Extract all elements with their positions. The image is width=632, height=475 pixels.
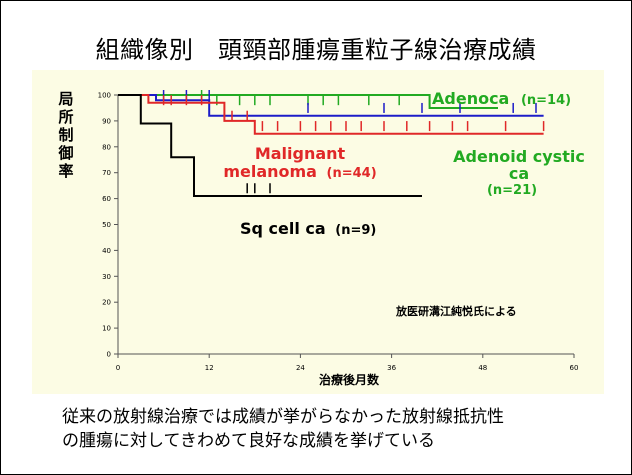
series-malignant-melanoma [118, 94, 545, 135]
label-melanoma-n: (n=44) [327, 166, 377, 181]
label-sq: Sq cell ca (n=9) [240, 219, 376, 238]
label-adenoca-name: Adenoca [432, 89, 509, 108]
y-axis-label-char: 制 [58, 126, 73, 144]
label-melanoma-line2: melanoma (n=44) [223, 162, 376, 181]
y-tick-label: 80 [102, 143, 111, 151]
y-tick-label: 40 [102, 247, 111, 255]
caption-line-1: 従来の放射線治療では成績が挙がらなかった放射線抵抗性 [62, 407, 504, 427]
label-adenoca: Adenoca (n=14) [432, 89, 571, 108]
label-adenoca-n: (n=14) [521, 93, 571, 108]
x-tick-label: 12 [205, 364, 214, 372]
y-tick-label: 10 [102, 325, 111, 333]
y-tick-label: 20 [102, 299, 111, 307]
slide-title: 組織像別 頭頸部腫瘍重粒子線治療成績 [95, 36, 537, 64]
series-line-adenoid-cystic-ca [118, 94, 544, 117]
y-axis-label-char: 御 [57, 144, 73, 162]
label-adenoid-n: (n=21) [487, 183, 537, 198]
x-tick-label: 48 [478, 364, 487, 372]
label-sq-n: (n=9) [335, 223, 376, 238]
label-melanoma-line1: Malignant [255, 144, 346, 163]
y-axis-label-char: 率 [58, 162, 73, 180]
y-axis-label-char: 局 [57, 90, 73, 108]
series-line-malignant-melanoma [118, 94, 544, 135]
source-annotation: 放医研溝江純悦氏による [395, 304, 517, 318]
caption-line-2: の腫瘍に対してきわめて良好な成績を挙げている [62, 431, 435, 451]
x-tick-label: 24 [296, 364, 305, 372]
x-tick-label: 60 [570, 364, 579, 372]
x-axis-label: 治療後月数 [319, 372, 380, 387]
series-sq-cell-ca [118, 94, 422, 197]
label-melanoma-name: melanoma [223, 162, 317, 181]
y-tick-label: 70 [102, 169, 111, 177]
y-tick-label: 60 [102, 195, 111, 203]
series-line-sq-cell-ca [118, 94, 422, 197]
series-layer [118, 90, 545, 197]
y-tick-label: 50 [102, 221, 111, 229]
y-tick-label: 0 [107, 351, 111, 359]
y-tick-label: 100 [98, 92, 111, 100]
label-sq-name: Sq cell ca [240, 219, 326, 238]
slide-caption: 従来の放射線治療では成績が挙がらなかった放射線抵抗性 の腫瘍に対してきわめて良好… [62, 405, 622, 453]
label-adenoid-line1: Adenoid cystic [453, 147, 585, 166]
x-tick-label: 0 [116, 364, 120, 372]
y-tick-label: 90 [102, 117, 111, 125]
x-tick-label: 36 [387, 364, 396, 372]
y-axis-label-char: 所 [58, 108, 73, 126]
y-axis-label: 局所制御率 [57, 90, 73, 180]
label-adenoid-line2: ca [509, 164, 529, 183]
axes: 0 12 24 36 48 60 0 10 20 30 40 50 60 70 80 90 100 [98, 92, 579, 373]
y-tick-label: 30 [102, 273, 111, 281]
